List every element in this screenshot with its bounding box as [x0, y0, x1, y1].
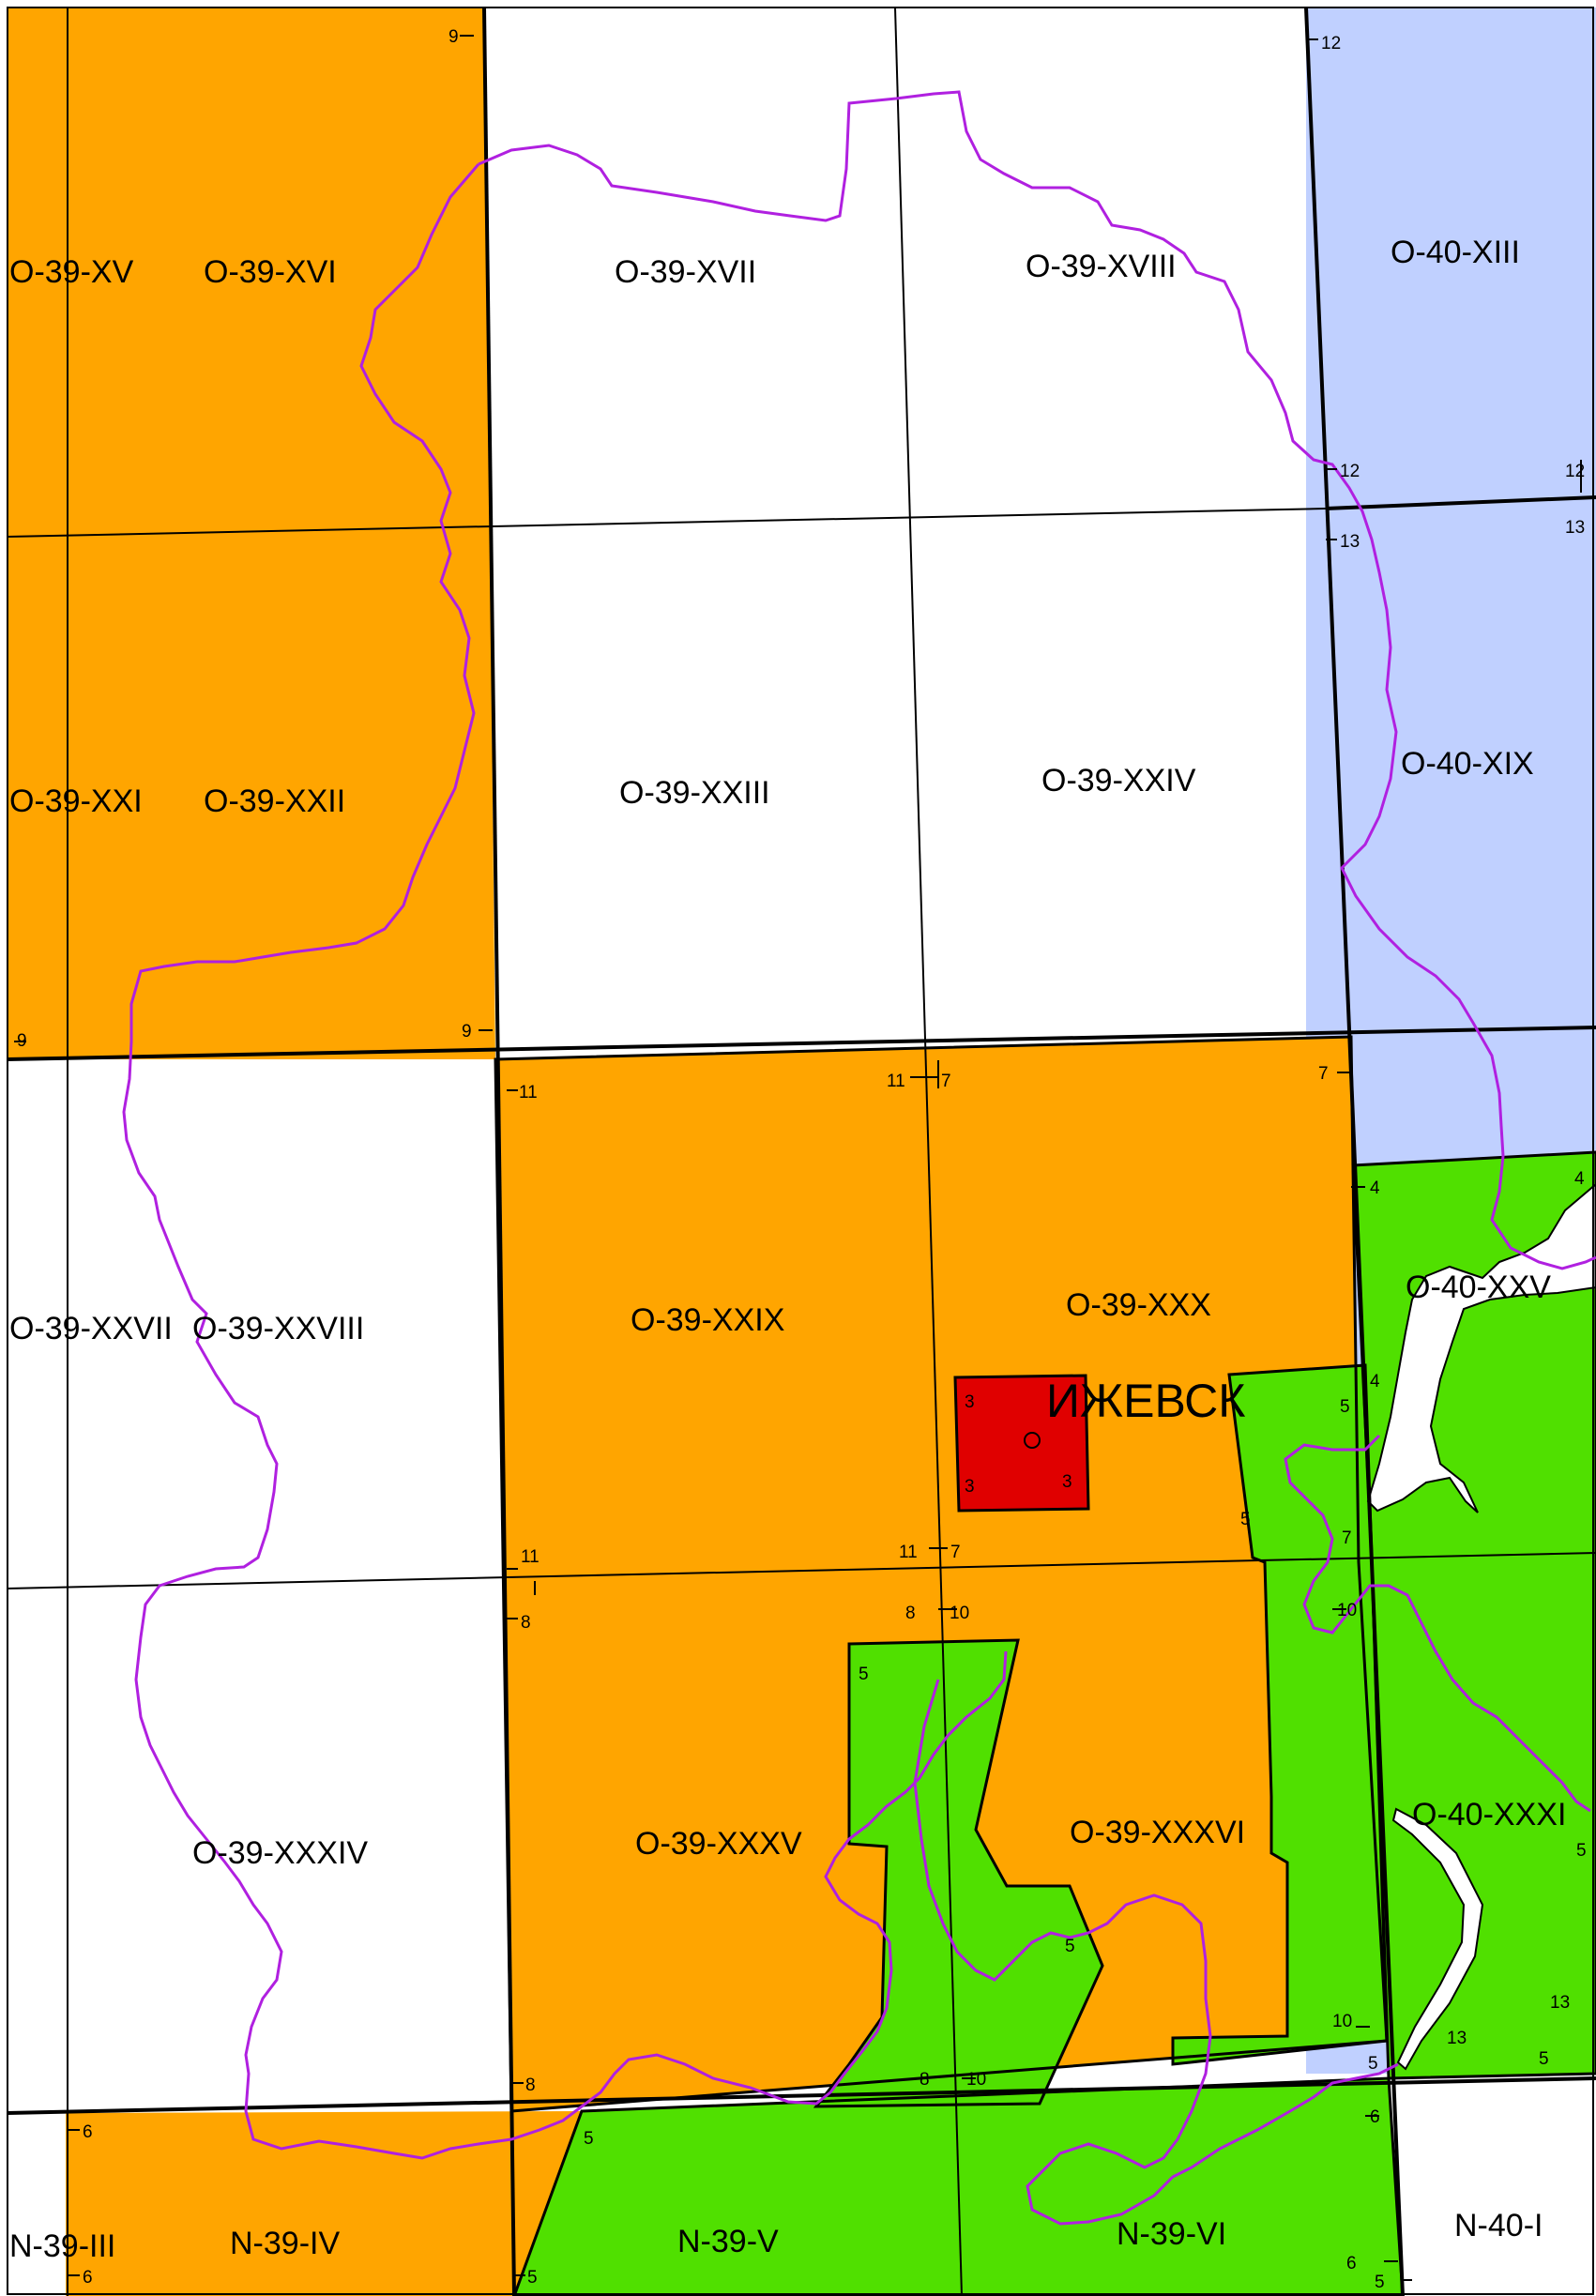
tick-label: 13	[1550, 1993, 1570, 2013]
grid-tick-labels: 9 12 12 13 12 13 9 9 11 11 7 7 4 4 3 3 3…	[17, 27, 1587, 2292]
tick-label: 10	[950, 1604, 969, 1623]
sheet-label-o40-xix: O-40-XIX	[1401, 746, 1534, 782]
tick-label: 4	[1370, 1372, 1380, 1391]
tick-label: 5	[527, 2268, 538, 2288]
sheet-label-n39-vi: N-39-VI	[1117, 2216, 1226, 2252]
sheet-label-n40-i: N-40-I	[1454, 2208, 1543, 2243]
tick-label: 13	[1340, 532, 1360, 552]
sheet-label-o39-xvii: O-39-XVII	[615, 254, 756, 290]
sheet-label-o39-xxxiv: O-39-XXXIV	[192, 1835, 368, 1871]
region-boundary-south	[913, 1679, 1399, 2226]
tick-label: 8	[521, 1613, 531, 1633]
sheet-labels: O-39-XV O-39-XVI O-39-XVII O-39-XVIII O-…	[9, 235, 1566, 2264]
reservoir	[1366, 1182, 1596, 1513]
tick-label: 7	[950, 1543, 961, 1562]
sheet-label-o40-xxv: O-40-XXV	[1406, 1270, 1551, 1305]
sheet-grid	[7, 7, 1596, 2296]
tick-label: 6	[1370, 2107, 1380, 2127]
region-boundary	[478, 90, 1596, 1270]
tick-label: 8	[905, 1604, 916, 1623]
tick-label: 5	[859, 1665, 869, 1684]
tick-label: 6	[1346, 2254, 1357, 2273]
sheet-label-o39-xxxv: O-39-XXXV	[635, 1826, 802, 1862]
tick-label: 11	[521, 1547, 540, 1567]
tick-label: 7	[1342, 1528, 1352, 1548]
river	[1391, 1807, 1484, 2071]
city-marker	[1024, 1432, 1041, 1449]
tick-label: 10	[1337, 1601, 1357, 1620]
region-boundary-east-inner	[1284, 1434, 1591, 1813]
tick-label: 7	[941, 1072, 951, 1091]
sheet-label-o39-xxii: O-39-XXII	[204, 783, 345, 819]
city-label-izhevsk: ИЖЕВСК	[1046, 1375, 1245, 1427]
tick-label: 7	[1318, 1064, 1329, 1084]
tick-label: 6	[83, 2122, 93, 2142]
sheet-label-o39-xvi: O-39-XVI	[204, 254, 337, 290]
sheet-label-n39-iv: N-39-IV	[230, 2226, 340, 2261]
sheet-label-o40-xxxi: O-40-XXXI	[1412, 1797, 1566, 1832]
tick-label: 5	[1065, 1937, 1075, 1956]
sheet-label-n39-iii: N-39-III	[9, 2228, 115, 2264]
tick-label: 5	[1375, 2273, 1385, 2292]
tick-label: 10	[966, 2070, 986, 2090]
tick-label: 5	[1240, 1510, 1251, 1529]
sheet-label-o39-xxxvi: O-39-XXXVI	[1070, 1815, 1245, 1850]
sheet-label-o39-xxiv: O-39-XXIV	[1041, 763, 1196, 798]
tick-label: 11	[899, 1543, 918, 1562]
tick-label: 3	[965, 1392, 975, 1412]
tick-label: 5	[1340, 1397, 1350, 1417]
sheet-label-n39-v: N-39-V	[677, 2224, 779, 2259]
tick-label: 9	[462, 1022, 472, 1042]
tick-label: 4	[1370, 1178, 1380, 1198]
orange-zone-n39-iv	[66, 2111, 582, 2296]
tick-label: 9	[448, 27, 459, 47]
tick-label: 9	[17, 1031, 27, 1051]
sheet-label-o39-xxx: O-39-XXX	[1066, 1287, 1211, 1323]
tick-label: 12	[1340, 462, 1360, 481]
tick-label: 8	[525, 2076, 536, 2095]
sheet-label-o39-xxi: O-39-XXI	[9, 783, 143, 819]
izhevsk-city-block	[953, 1374, 1090, 1513]
tick-label: 12	[1321, 34, 1341, 53]
tick-label: 4	[1574, 1169, 1585, 1189]
tick-label: 11	[887, 1072, 905, 1091]
sheet-label-o39-xxiii: O-39-XXIII	[619, 775, 770, 811]
tick-label: 6	[83, 2268, 93, 2288]
tick-label: 12	[1565, 462, 1585, 481]
grid-ticks	[14, 35, 1582, 2281]
orange-zone-northwest	[8, 8, 495, 1059]
tick-label: 13	[1565, 518, 1585, 538]
tick-label: 3	[1062, 1472, 1072, 1492]
sheet-label-o40-xiii: O-40-XIII	[1391, 235, 1520, 270]
sheet-label-o39-xv: O-39-XV	[9, 254, 134, 290]
sheet-label-o39-xxviii: O-39-XXVIII	[192, 1311, 364, 1346]
sheet-label-o39-xviii: O-39-XVIII	[1026, 249, 1177, 284]
tick-label: 10	[1332, 2012, 1352, 2031]
tick-label: 5	[584, 2129, 594, 2149]
sheet-label-o39-xxix: O-39-XXIX	[631, 1302, 784, 1338]
tick-label: 5	[1539, 2049, 1549, 2069]
tick-label: 13	[1447, 2029, 1467, 2048]
tick-label: 3	[965, 1477, 975, 1497]
tick-label: 5	[1368, 2054, 1378, 2074]
tick-label: 8	[920, 2070, 930, 2090]
tick-label: 5	[1576, 1841, 1587, 1861]
region-boundary-west	[122, 163, 1008, 2160]
sheet-label-o39-xxvii: O-39-XXVII	[9, 1311, 173, 1346]
tick-label: 11	[519, 1083, 538, 1102]
